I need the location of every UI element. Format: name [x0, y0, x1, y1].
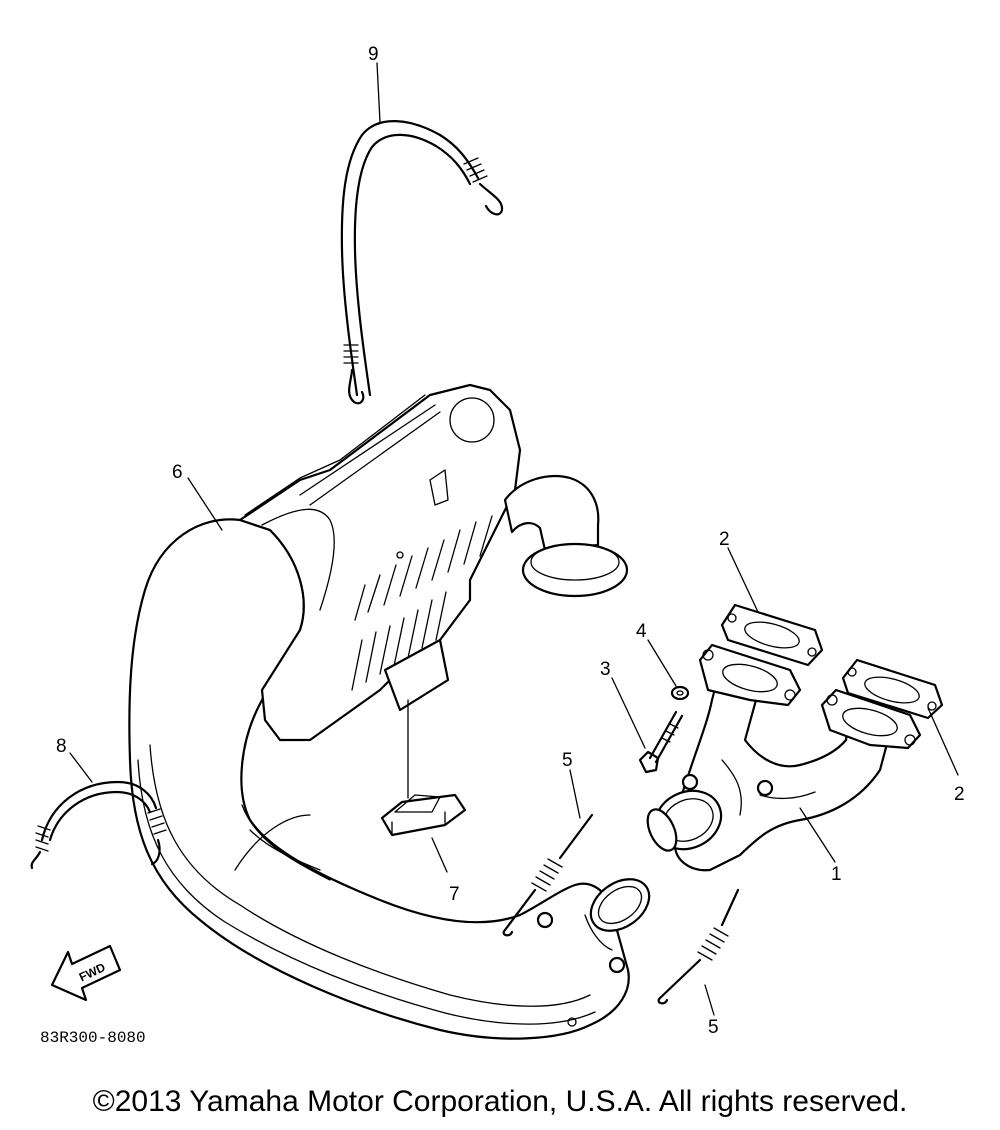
part-2-gasket-lower — [841, 658, 944, 720]
part-5-spring-upper — [502, 813, 594, 937]
part-code: 83R300-8080 — [40, 1029, 146, 1047]
leader-9 — [376, 62, 381, 123]
part-2-gasket-upper — [720, 603, 824, 667]
callout-5a: 5 — [562, 750, 573, 771]
leader-8 — [69, 752, 93, 783]
part-5-spring-lower — [657, 888, 740, 1005]
part-8-hose — [30, 780, 167, 870]
callout-2b: 2 — [954, 784, 965, 805]
leader-2b — [927, 707, 959, 776]
callout-9: 9 — [368, 44, 379, 65]
part-1-manifold — [646, 643, 922, 872]
part-3-bolt — [638, 710, 684, 774]
callout-1: 1 — [831, 864, 842, 885]
fwd-arrow-icon: FWD — [50, 944, 122, 1002]
leader-4 — [647, 639, 677, 687]
part-7-damper — [380, 793, 467, 837]
part-9-hose — [340, 120, 504, 405]
callout-7: 7 — [449, 884, 460, 905]
callout-4: 4 — [636, 621, 647, 642]
callout-2a: 2 — [719, 529, 730, 550]
part-4-nut — [670, 685, 690, 701]
callout-3: 3 — [600, 659, 611, 680]
leader-5b — [704, 984, 715, 1016]
leader-6 — [187, 477, 223, 531]
leader-7 — [431, 837, 448, 873]
leader-3 — [611, 677, 646, 749]
copyright-notice: ©2013 Yamaha Motor Corporation, U.S.A. A… — [92, 1085, 908, 1118]
callout-8: 8 — [56, 736, 67, 757]
part-6-muffler — [128, 383, 651, 1040]
leader-5a — [569, 769, 581, 819]
leader-2a — [727, 547, 759, 613]
leader-1 — [799, 807, 836, 863]
callout-5b: 5 — [708, 1017, 719, 1038]
callout-6: 6 — [172, 462, 183, 483]
